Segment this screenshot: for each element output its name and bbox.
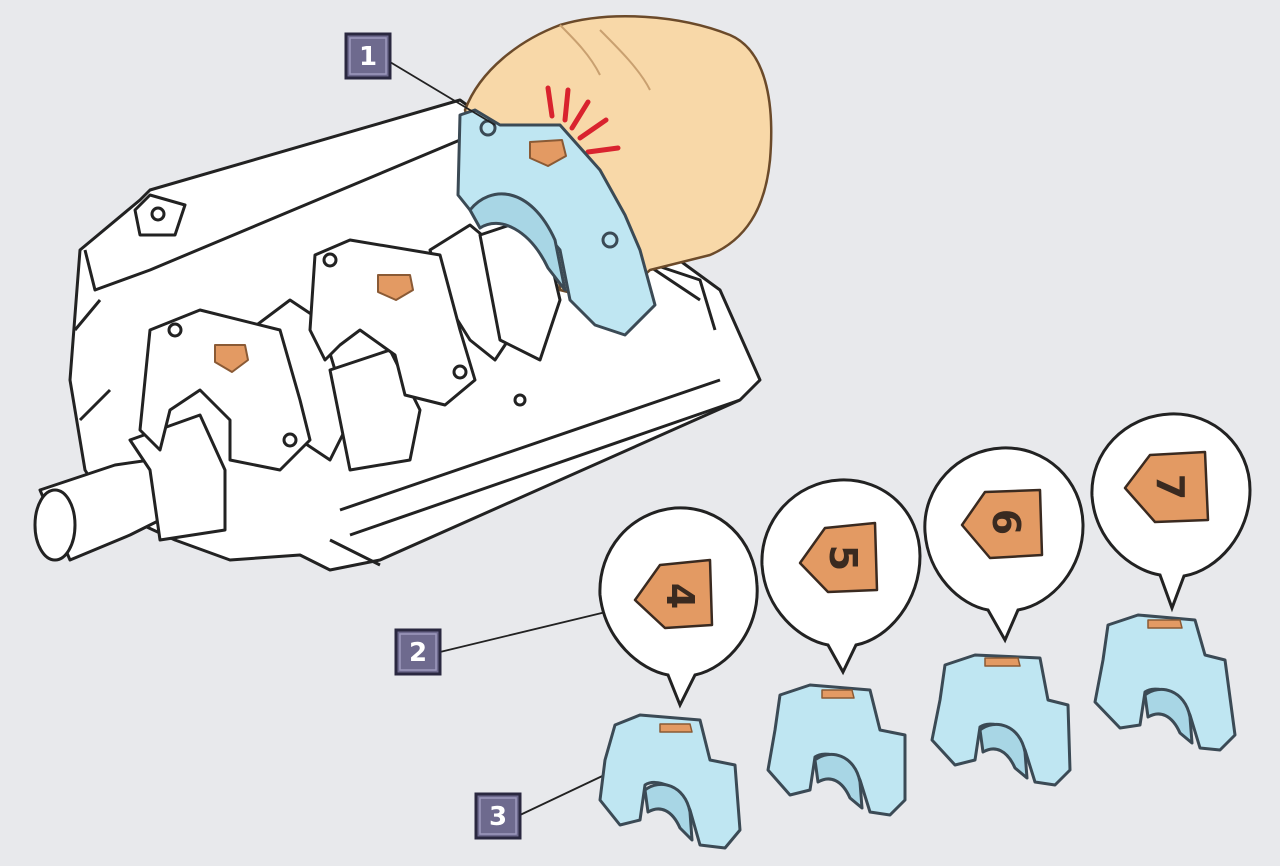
- installed-cap-front-bolt: [167, 322, 183, 338]
- crankshaft-journal-2: [328, 348, 422, 472]
- bearing-cap-5: [766, 683, 907, 817]
- callout-2: 2: [394, 628, 442, 676]
- callout-1: 1: [344, 32, 392, 80]
- installed-cap-front-marker: [214, 344, 249, 373]
- crankshaft-journal-1: [128, 413, 227, 542]
- callout-2-box: [394, 628, 442, 676]
- tag-4-label: 4: [658, 583, 702, 609]
- crankshaft-nose-end: [33, 488, 77, 562]
- callout-3: 3: [474, 792, 522, 840]
- bearing-cap-5-top-marker: [821, 689, 855, 699]
- callout-3-leader: [519, 769, 616, 816]
- bearing-cap-4: [598, 713, 742, 850]
- tag-7: [1123, 450, 1210, 524]
- zoom-bubble-4: 4: [598, 506, 759, 709]
- tag-7-label: 7: [1148, 474, 1192, 500]
- installed-cap-middle: [308, 238, 477, 407]
- installed-cap-middle-marker: [377, 274, 414, 301]
- tag-4: [633, 558, 714, 630]
- zoom-bubbles: 4 5 6 7: [598, 412, 1252, 709]
- tag-5: [798, 521, 879, 594]
- tag-5-label: 5: [821, 545, 865, 571]
- crankshaft: [33, 213, 562, 562]
- bearing-cap-6-top-marker: [984, 657, 1021, 667]
- engine-block-base-ledge: [329, 378, 741, 567]
- engine-block-mount: [133, 193, 187, 237]
- zoom-bubble-7: 7: [1090, 412, 1252, 613]
- installed-cap-middle-bolt: [452, 364, 468, 380]
- bearing-cap-held-bore: [468, 192, 567, 292]
- installed-cap-front: [138, 308, 312, 472]
- zoom-bubble-6: 6: [923, 446, 1085, 644]
- installed-cap-front-bolt: [282, 432, 298, 448]
- tag-6-label: 6: [984, 509, 1028, 535]
- hand-finger-line: [559, 24, 651, 91]
- zoom-bubble-5: 5: [760, 478, 922, 676]
- callout-1-box: [344, 32, 392, 80]
- bearing-cap-held: [456, 108, 657, 337]
- installed-bearing-caps: [138, 238, 477, 472]
- engine-block-bolt-hole: [513, 393, 527, 407]
- callout-3-box: [474, 792, 522, 840]
- impact-lines-icon: [545, 85, 621, 155]
- installed-cap-middle-bolt: [322, 252, 338, 268]
- bearing-cap-4-top-marker: [659, 723, 693, 733]
- tag-6: [960, 488, 1044, 560]
- loose-bearing-caps: [598, 613, 1237, 850]
- bearing-cap-held-bolt-side: [601, 231, 619, 249]
- callout-1-label: 1: [359, 42, 377, 72]
- callout-3-label: 3: [489, 802, 507, 832]
- callout-2-label: 2: [409, 638, 427, 668]
- engine-block-mount-hole: [150, 206, 166, 222]
- bearing-cap-6: [930, 653, 1072, 787]
- bearing-cap-7-top-marker: [1147, 619, 1183, 629]
- bearing-cap-held-marker: [529, 139, 567, 167]
- bearing-cap-7: [1093, 613, 1237, 752]
- callout-1-leader: [389, 61, 496, 126]
